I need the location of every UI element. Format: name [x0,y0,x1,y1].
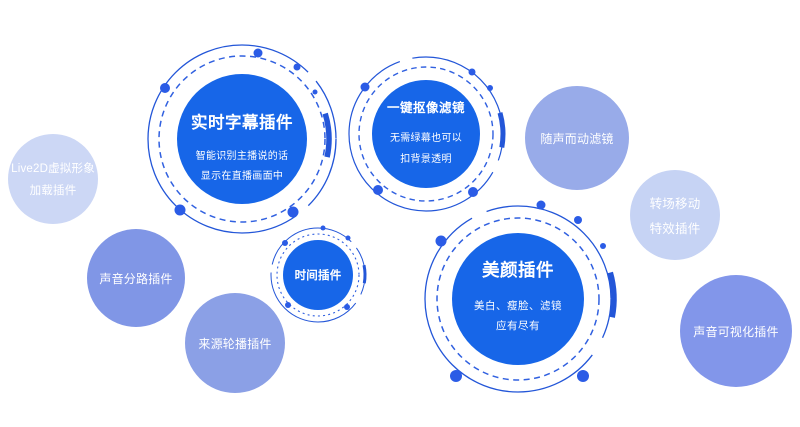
beauty-plugin-ring-decoration [424,200,617,393]
bubble-audio-visualizer-plugin: 声音可视化插件 [680,275,792,387]
bubble-keying-filter-plugin: 一键抠像滤镜 无需绿幕也可以 扣背景透明 [372,80,480,188]
bubble-label-line2: 加载插件 [29,185,77,197]
bubble-label: 来源轮播插件 [198,336,272,351]
bubble-label-line1: 转场移动 [649,197,701,211]
bubble-label: 随声而动滤镜 [540,131,614,146]
bubble-time-plugin: 时间插件 [283,240,353,310]
bubble-audio-reactive-filter: 随声而动滤镜 [525,86,629,190]
bubble-title: 一键抠像滤镜 [386,100,465,115]
bubble-audio-split-plugin: 声音分路插件 [87,229,185,327]
bubble-subtitle-line2: 应有尽有 [496,319,540,332]
bubble-beauty-plugin: 美颜插件 美白、瘦脸、滤镜 应有尽有 [452,233,584,365]
bubble-label-line2: 特效插件 [649,222,701,236]
time-plugin-ring-decoration [270,225,367,323]
bubble-label: 声音可视化插件 [693,324,779,339]
bubble-subtitle-line2: 显示在直播画面中 [200,170,284,182]
bubble-title: 实时字幕插件 [191,113,293,132]
bubble-title: 美颜插件 [482,259,554,280]
keying-plugin-ring-decoration [348,56,506,212]
bubble-label: 声音分路插件 [99,271,173,286]
bubble-title: 时间插件 [294,270,342,282]
bubble-label-line1: Live2D虚拟形象 [11,163,95,175]
bubble-subtitle-line1: 美白、瘦脸、滤镜 [474,299,562,312]
bubble-subtitle-line1: 无需绿幕也可以 [389,132,463,144]
bubble-subtitle-line2: 扣背景透明 [400,153,452,165]
bubble-realtime-subtitle-plugin: 实时字幕插件 智能识别主播说的话 显示在直播画面中 [177,74,307,204]
subtitle-plugin-ring-decoration [147,44,337,234]
bubble-transition-effects-plugin: 转场移动 特效插件 [630,170,720,260]
bubble-live2d-avatar-plugin: Live2D虚拟形象 加载插件 [8,134,98,224]
bubble-subtitle-line1: 智能识别主播说的话 [195,150,289,162]
bubble-source-carousel-plugin: 来源轮播插件 [185,293,285,393]
